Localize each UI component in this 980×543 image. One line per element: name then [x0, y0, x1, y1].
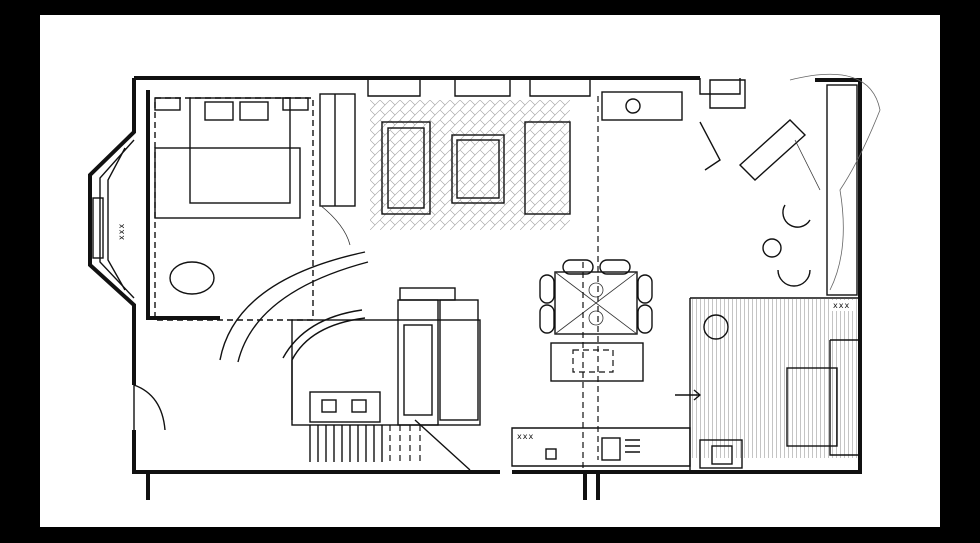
sunroom [690, 73, 881, 299]
closet [319, 93, 356, 207]
xxx-mark: xxx [117, 223, 126, 240]
dining-table [539, 259, 653, 470]
curved-partition [219, 204, 369, 420]
xxx-mark: xxx [833, 301, 850, 310]
sofa-left [381, 121, 431, 215]
bedroom [154, 93, 356, 321]
xxx-mark: xxx [517, 432, 534, 441]
xxx-mark-group: xxx [830, 300, 856, 311]
coffee-table [451, 134, 505, 204]
xxx-mark-backing [830, 300, 856, 311]
bathroom [291, 287, 481, 426]
kitchen-island [550, 342, 644, 382]
stove [601, 91, 683, 121]
kitchen-area [675, 298, 860, 470]
exterior-walls [88, 76, 862, 500]
sofa-right [524, 121, 571, 215]
entry-door [133, 384, 166, 431]
rug [154, 147, 301, 219]
staircase [309, 419, 471, 471]
ottoman [169, 261, 215, 295]
bed [189, 97, 291, 204]
bay-window: xxx [92, 139, 135, 299]
living-area [367, 78, 599, 460]
